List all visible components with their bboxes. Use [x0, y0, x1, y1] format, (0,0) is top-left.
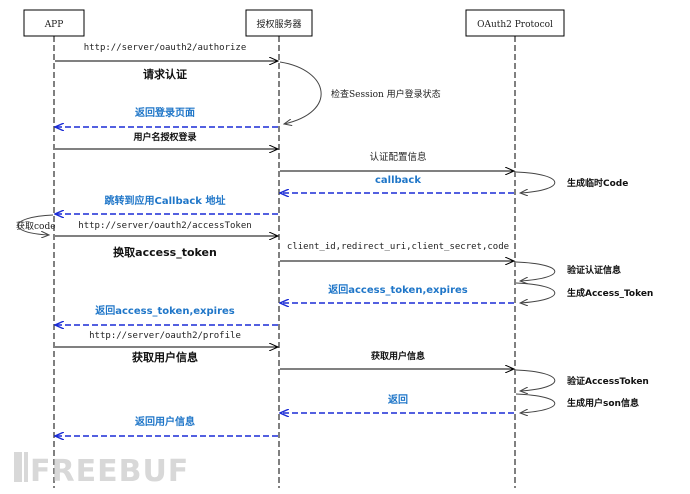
msg-get-user-info-protocol: 获取用户信息 — [371, 350, 425, 362]
actor-app: APP — [23, 9, 85, 37]
watermark-text: FREEBUF — [30, 454, 189, 489]
msg-return-token-app: 返回access_token,expires — [95, 304, 235, 317]
self-arc-generate-user-json — [515, 393, 556, 413]
msg-profile-url: http://server/oauth2/profile — [89, 331, 241, 341]
note-check-session: 检查Session 用户登录状态 — [331, 88, 441, 100]
msg-username-login: 用户名授权登录 — [132, 131, 196, 143]
note-generate-user-json: 生成用户son信息 — [567, 397, 639, 409]
msg-exchange-token: 换取access_token — [113, 245, 217, 259]
msg-auth-config: 认证配置信息 — [369, 151, 426, 163]
msg-return-login-page: 返回登录页面 — [135, 106, 195, 119]
actor-auth-server-label: 授权服务器 — [256, 18, 301, 30]
msg-request-auth: 请求认证 — [143, 67, 187, 81]
note-generate-code: 生成临时Code — [567, 177, 628, 189]
actor-app-label: APP — [44, 20, 64, 30]
note-get-code: 获取code — [16, 221, 56, 232]
self-arc-check-session — [279, 61, 322, 124]
actor-auth-server: 授权服务器 — [245, 9, 313, 37]
note-verify: 验证认证信息 — [567, 264, 621, 276]
actor-oauth-protocol-label: OAuth2 Protocol — [477, 20, 553, 30]
msg-client-credentials: client_id,redirect_uri,client_secret,cod… — [287, 242, 509, 252]
self-arc-generate-code — [515, 171, 556, 193]
self-arc-get-code — [17, 214, 54, 235]
self-arc-generate-token — [515, 282, 556, 303]
msg-return: 返回 — [388, 393, 408, 406]
msg-redirect-callback: 跳转到应用Callback 地址 — [105, 194, 226, 207]
msg-callback: callback — [375, 175, 421, 186]
self-arc-verify — [515, 261, 556, 281]
msg-get-user-info: 获取用户信息 — [132, 350, 198, 364]
watermark-logo: FREEBUF — [14, 452, 189, 489]
msg-access-token-url: http://server/oauth2/accessToken — [78, 221, 251, 231]
self-arc-verify-token — [515, 369, 556, 391]
actor-oauth-protocol: OAuth2 Protocol — [465, 9, 565, 37]
msg-authorize-url: http://server/oauth2/authorize — [84, 43, 247, 53]
msg-return-token-server: 返回access_token,expires — [328, 283, 468, 296]
msg-return-user-info: 返回用户信息 — [135, 415, 195, 428]
note-verify-token: 验证AccessToken — [567, 375, 649, 387]
note-generate-token: 生成Access_Token — [567, 287, 653, 299]
